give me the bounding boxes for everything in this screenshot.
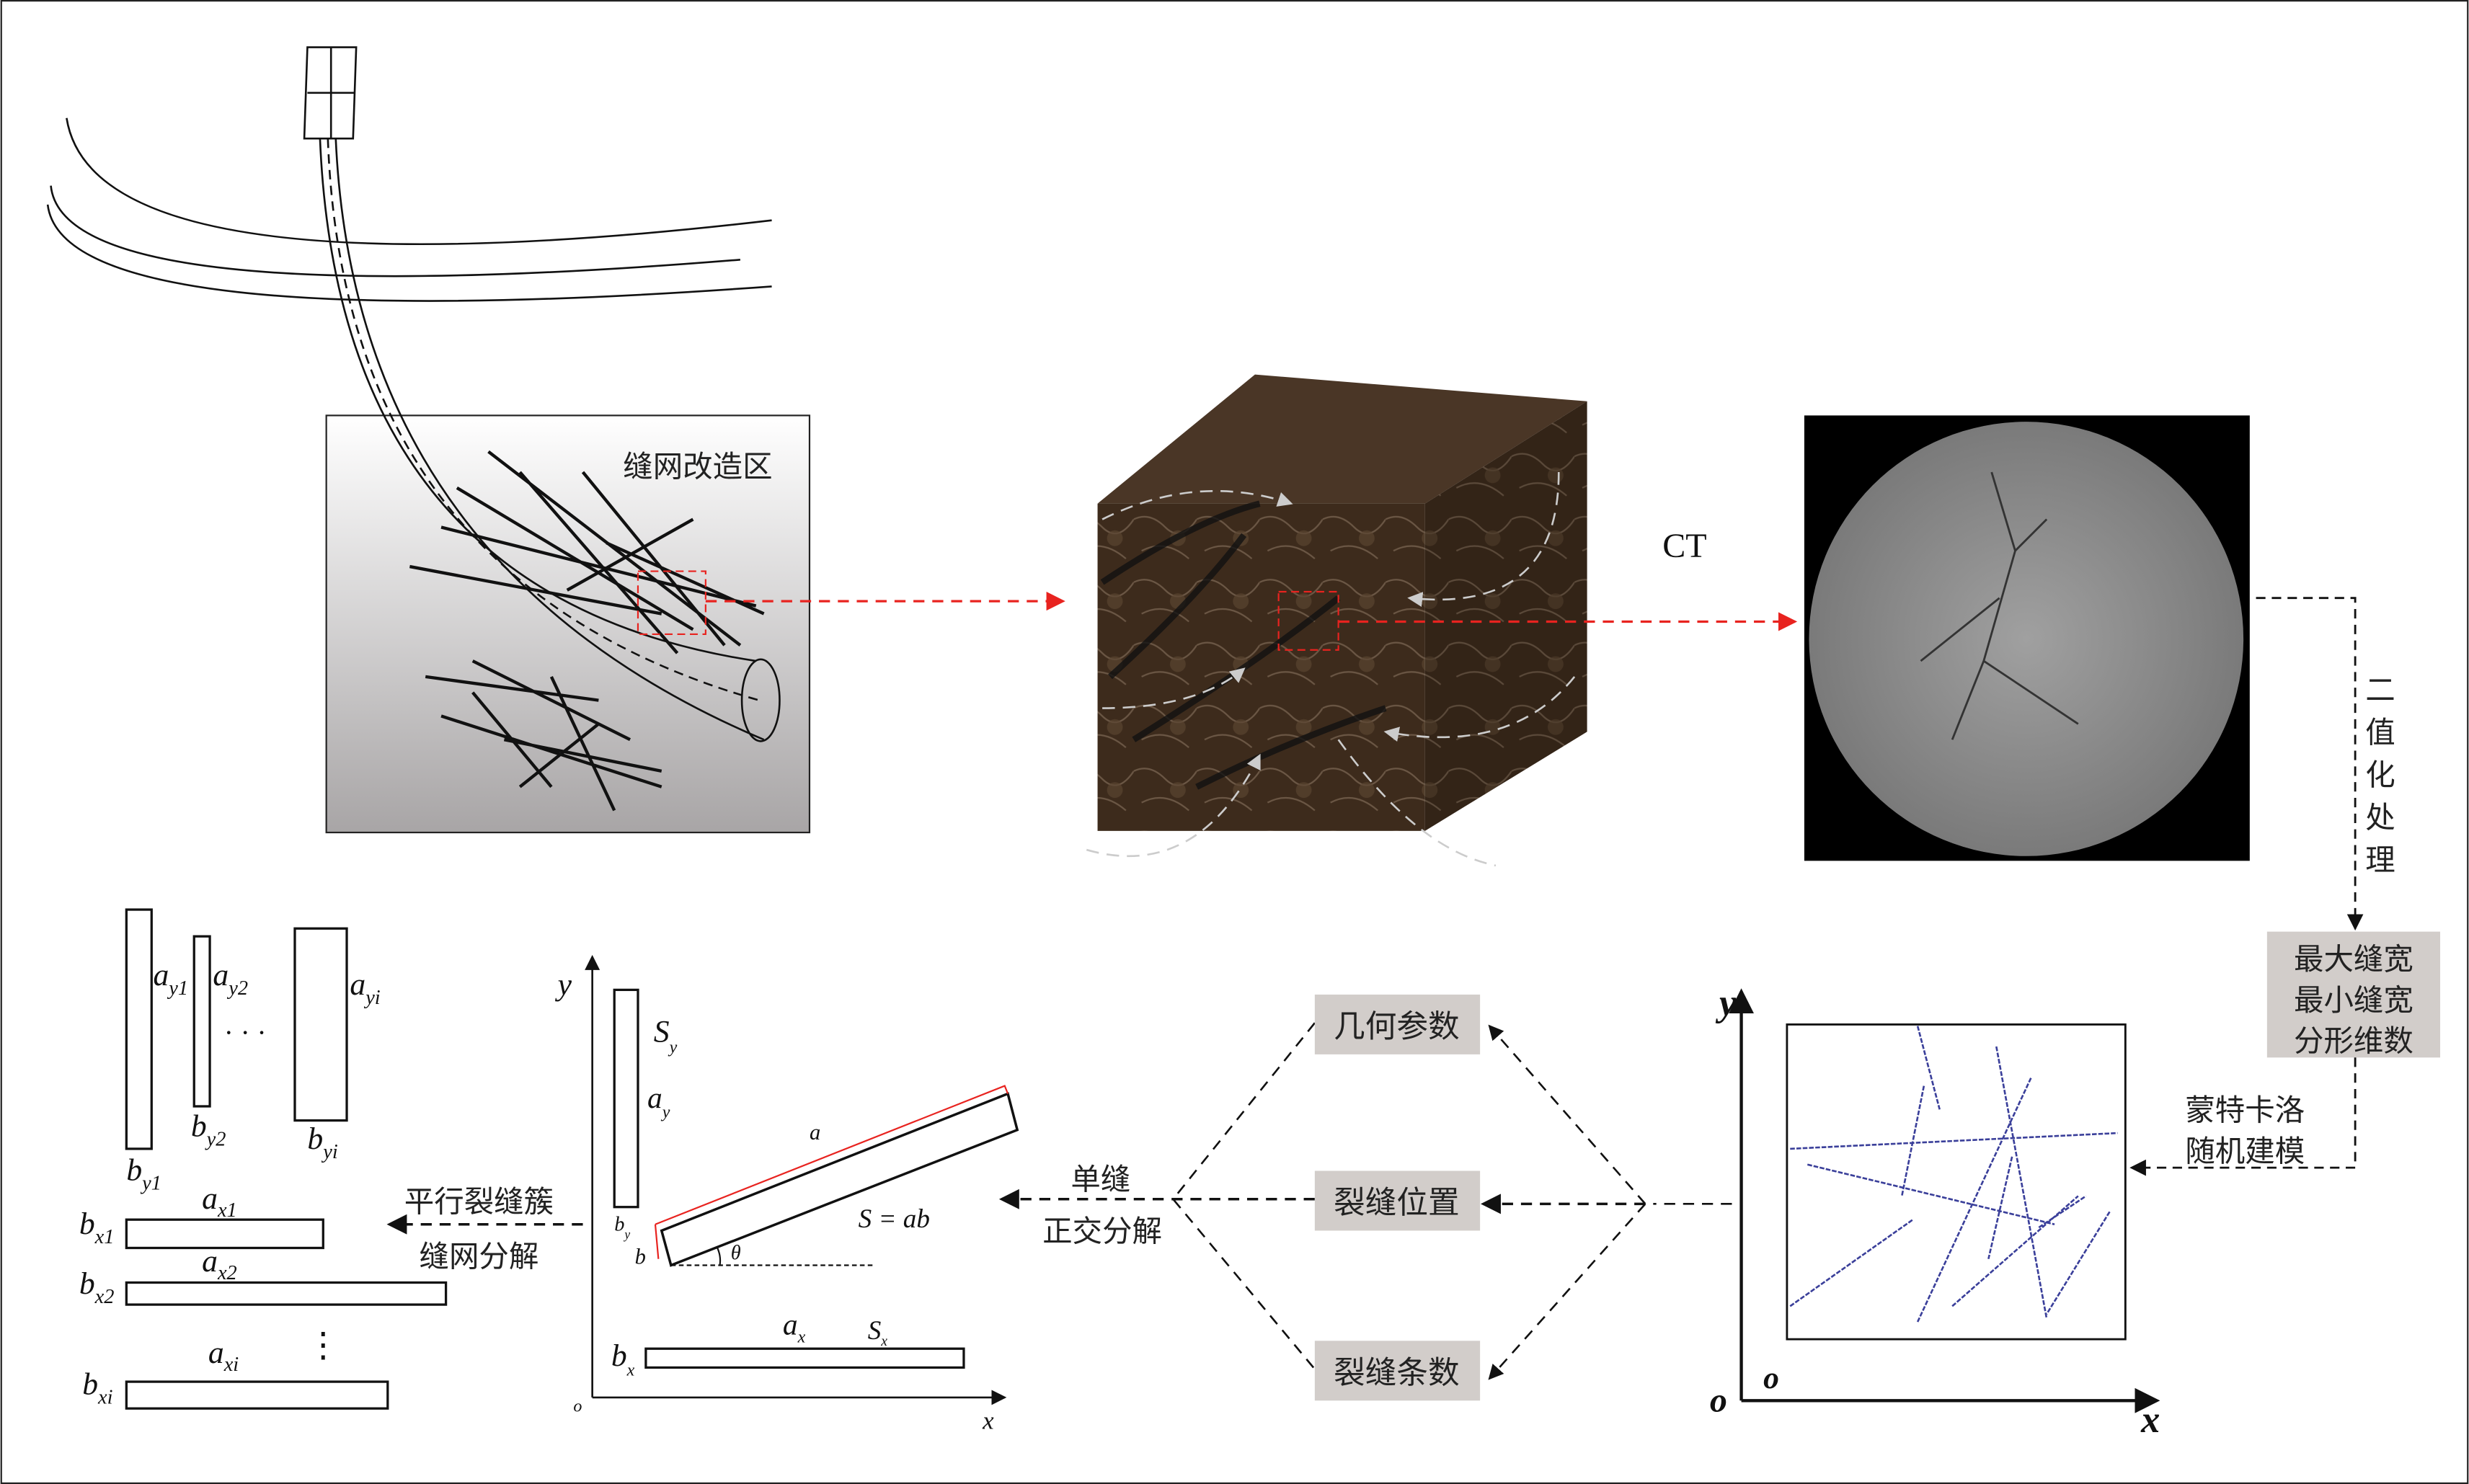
sample-region-marker (637, 570, 706, 636)
svg-text:值: 值 (2365, 715, 2395, 750)
svg-text:y: y (555, 967, 572, 1002)
ct-scan-image (1804, 415, 2250, 861)
svg-text:a: a (810, 1120, 820, 1145)
svg-text:正交分解: 正交分解 (1042, 1214, 1162, 1249)
label-by1: by1 (126, 1153, 161, 1195)
svg-text:随机建模: 随机建模 (2185, 1133, 2305, 1168)
fracture-params-text: 最大缝宽 最小缝宽 分形维数 (2294, 941, 2413, 1059)
rock-core-cube (1086, 374, 1587, 867)
fracture-network-model: y x o o (1710, 982, 2160, 1441)
svg-text:o: o (1710, 1382, 1727, 1420)
label-bx2: bx2 (79, 1266, 115, 1308)
orthogonal-decomposition: y x o Sy ay by a b θ S = ab ax Sx bx (555, 954, 1019, 1435)
svg-text:Sx: Sx (868, 1316, 888, 1349)
label-bxi: bxi (82, 1367, 112, 1409)
label-byi: byi (307, 1121, 337, 1163)
svg-text:θ: θ (731, 1242, 741, 1264)
monte-carlo-label: 蒙特卡洛 随机建模 (2185, 1093, 2305, 1169)
svg-text:裂缝条数: 裂缝条数 (1334, 1354, 1460, 1391)
ct-label: CT (1662, 527, 1706, 565)
label-axi: axi (208, 1336, 239, 1376)
fracture-params-box (2266, 931, 2441, 1058)
svg-text:二: 二 (2365, 672, 2395, 708)
svg-text:Sy: Sy (654, 1014, 678, 1057)
well-schematic: 缝网改造区 (46, 46, 1065, 834)
monte-carlo-arrow (2129, 1057, 2357, 1176)
fractures (409, 450, 765, 812)
svg-text:分形维数: 分形维数 (2294, 1023, 2413, 1059)
svg-text:最小缝宽: 最小缝宽 (2294, 982, 2413, 1018)
category-hub (998, 1022, 1732, 1380)
svg-text:b: b (635, 1244, 646, 1268)
svg-text:x: x (2140, 1399, 2160, 1441)
binarize-arrow (2256, 597, 2364, 931)
svg-text:S = ab: S = ab (859, 1204, 930, 1234)
formation-lines (46, 117, 772, 302)
svg-text:ax: ax (783, 1308, 806, 1347)
label-by2: by2 (191, 1108, 226, 1150)
label-ayi: ayi (350, 967, 380, 1009)
derrick-icon (303, 46, 358, 140)
label-ax1: ax1 (202, 1181, 237, 1222)
svg-text:平行裂缝簇: 平行裂缝簇 (404, 1183, 554, 1219)
svg-text:理: 理 (2365, 842, 2395, 877)
svg-text:最大缝宽: 最大缝宽 (2294, 941, 2413, 977)
svg-text:几何参数: 几何参数 (1334, 1008, 1460, 1045)
svg-text:蒙特卡洛: 蒙特卡洛 (2185, 1093, 2305, 1128)
category-count: 裂缝条数 (1314, 1341, 1481, 1401)
svg-text:x: x (982, 1407, 994, 1435)
ellipsis-horizontal: · · · (224, 1016, 267, 1048)
parallel-decomp-label: 平行裂缝簇 缝网分解 (404, 1183, 554, 1274)
category-position: 裂缝位置 (1314, 1170, 1481, 1231)
ellipsis-vertical: ⋮ (306, 1326, 340, 1364)
svg-text:bx: bx (611, 1338, 635, 1379)
svg-text:缝网分解: 缝网分解 (419, 1239, 538, 1274)
svg-text:ay: ay (647, 1081, 670, 1121)
binarize-label: 二 值 化 处 理 (2365, 672, 2395, 878)
single-fracture-label: 单缝 正交分解 (1042, 1162, 1162, 1249)
label-ay1: ay1 (153, 958, 188, 1000)
label-ay2: ay2 (213, 958, 248, 1000)
svg-text:单缝: 单缝 (1071, 1162, 1130, 1197)
category-geometry: 几何参数 (1314, 994, 1481, 1054)
svg-text:处: 处 (2365, 799, 2395, 835)
parallel-fracture-clusters (125, 908, 448, 1410)
svg-text:by: by (614, 1213, 630, 1241)
svg-text:o: o (1763, 1361, 1779, 1395)
svg-text:裂缝位置: 裂缝位置 (1334, 1184, 1460, 1221)
label-ax2: ax2 (202, 1244, 237, 1284)
stimulated-zone-label: 缝网改造区 (623, 449, 772, 484)
svg-text:o: o (573, 1398, 582, 1416)
svg-text:化: 化 (2365, 757, 2395, 793)
label-bx1: bx1 (79, 1207, 115, 1248)
